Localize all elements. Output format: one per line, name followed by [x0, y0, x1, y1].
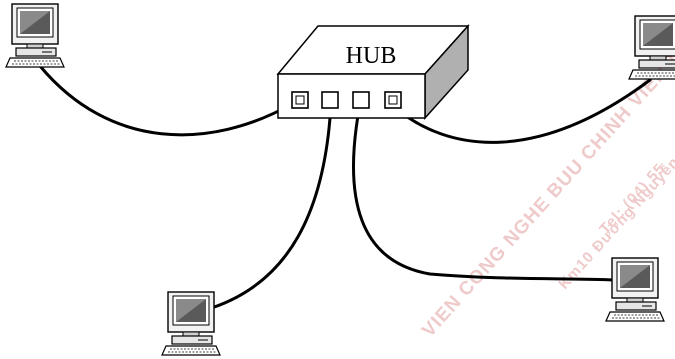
watermark-line-3: Tel: (04) 55	[596, 160, 668, 238]
computer-top-right	[628, 15, 675, 80]
computer-icon	[5, 3, 65, 68]
hub-label: HUB	[346, 43, 397, 69]
computer-top-left	[5, 3, 65, 68]
computer-icon	[161, 291, 221, 356]
hub-port-1-inner	[295, 95, 305, 105]
hub-port-3	[352, 91, 370, 109]
computer-icon	[628, 15, 675, 80]
hub-ports	[291, 91, 402, 109]
computer-icon	[605, 257, 665, 322]
computer-bottom-right	[605, 257, 665, 322]
hub-port-2	[321, 91, 339, 109]
hub-port-1	[291, 91, 309, 109]
hub-port-4-inner	[388, 95, 398, 105]
cable-bottom-left	[203, 102, 333, 312]
cable-top-right	[391, 78, 652, 144]
cable-bottom-right	[352, 102, 617, 282]
hub-port-4	[384, 91, 402, 109]
hub-device: HUB	[276, 24, 470, 120]
cables	[38, 64, 652, 312]
cable-top-left	[38, 64, 294, 137]
computer-bottom-left	[161, 291, 221, 356]
